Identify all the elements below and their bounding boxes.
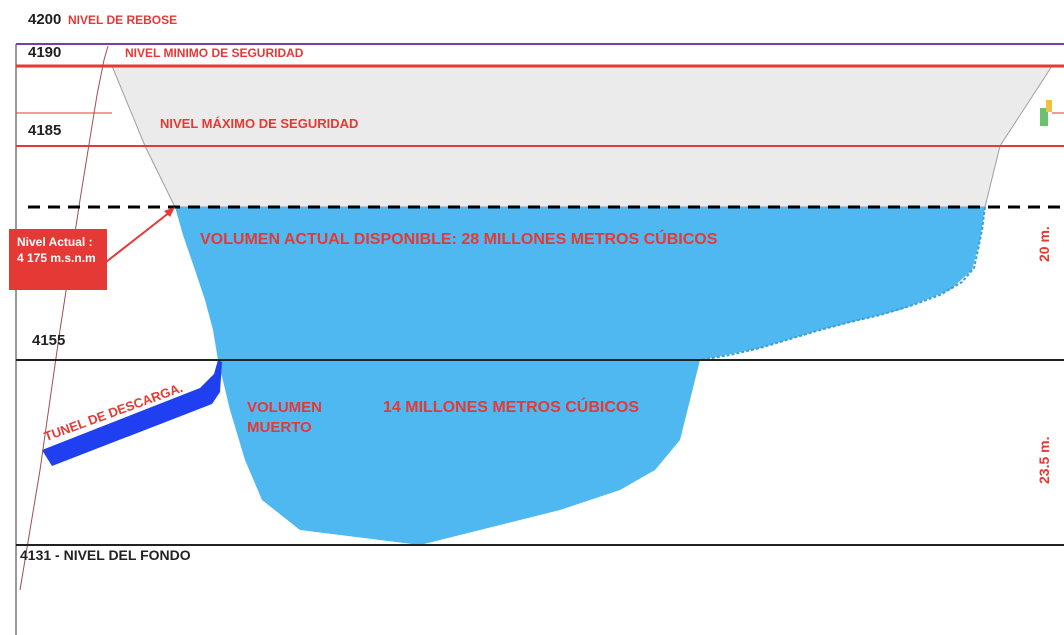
discharge-tunnel bbox=[42, 360, 222, 466]
water-available-volume bbox=[175, 207, 985, 360]
level-4155-value: 4155 bbox=[32, 332, 66, 349]
bottom-level-label: 4131 - NIVEL DEL FONDO bbox=[20, 547, 191, 563]
callout-arrow-head bbox=[164, 207, 175, 217]
max-safety-level-label: NIVEL MÁXIMO DE SEGURIDAD bbox=[160, 116, 359, 131]
upper-depth-label: 20 m. bbox=[1036, 226, 1052, 262]
min-safety-level-label: NIVEL MINIMO DE SEGURIDAD bbox=[125, 46, 304, 60]
empty-capacity-area bbox=[111, 65, 1053, 208]
callout-pointer bbox=[105, 211, 171, 263]
water-dead-volume bbox=[218, 360, 700, 545]
level-4185-value: 4185 bbox=[28, 122, 62, 139]
bank-detail bbox=[1040, 108, 1048, 126]
dead-volume-amount: 14 MILLONES METROS CÚBICOS bbox=[383, 399, 640, 416]
callout-line-1: Nivel Actual : bbox=[17, 235, 93, 249]
bank-detail bbox=[1046, 100, 1052, 112]
water-edge-texture bbox=[699, 206, 986, 361]
dead-volume-label-line2: MUERTO bbox=[247, 419, 312, 436]
dam-slope-line bbox=[19, 45, 109, 591]
lower-depth-label: 23.5 m. bbox=[1036, 436, 1052, 484]
level-4200-value: 4200 bbox=[28, 11, 62, 28]
available-volume-label: VOLUMEN ACTUAL DISPONIBLE: 28 MILLONES M… bbox=[200, 231, 718, 248]
dead-volume-label-line1: VOLUMEN bbox=[247, 399, 322, 416]
callout-line-2: 4 175 m.s.n.m bbox=[17, 251, 96, 265]
current-level-callout: Nivel Actual : 4 175 m.s.n.m bbox=[9, 229, 107, 290]
overflow-level-label: NIVEL DE REBOSE bbox=[68, 13, 178, 27]
level-4190-value: 4190 bbox=[28, 44, 62, 61]
